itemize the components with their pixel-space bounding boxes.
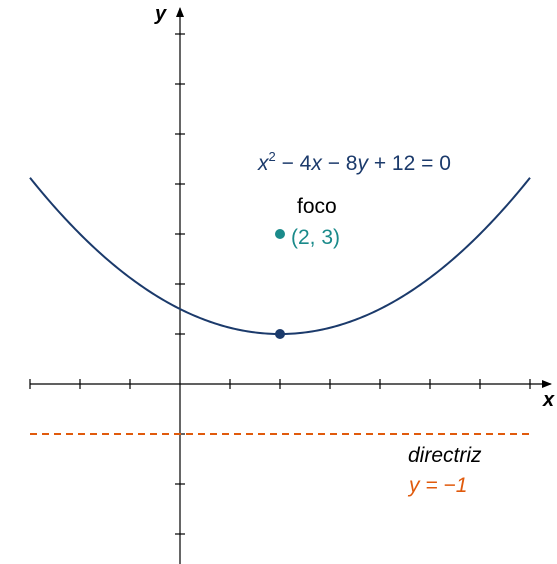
y-axis-label: y	[154, 3, 167, 25]
x-axis-label: x	[542, 389, 555, 411]
directrix-equation-label: y = −1	[407, 474, 467, 497]
focus-coordinates-label: (2, 3)	[291, 226, 340, 249]
vertex-point	[275, 329, 285, 339]
directrix-label: directriz	[408, 444, 482, 467]
parabola-curve	[29, 177, 531, 336]
focus-label: foco	[297, 195, 337, 218]
parabola-equation-label: x2 − 4x − 8y + 12 = 0	[257, 149, 451, 175]
focus-point	[275, 229, 285, 239]
